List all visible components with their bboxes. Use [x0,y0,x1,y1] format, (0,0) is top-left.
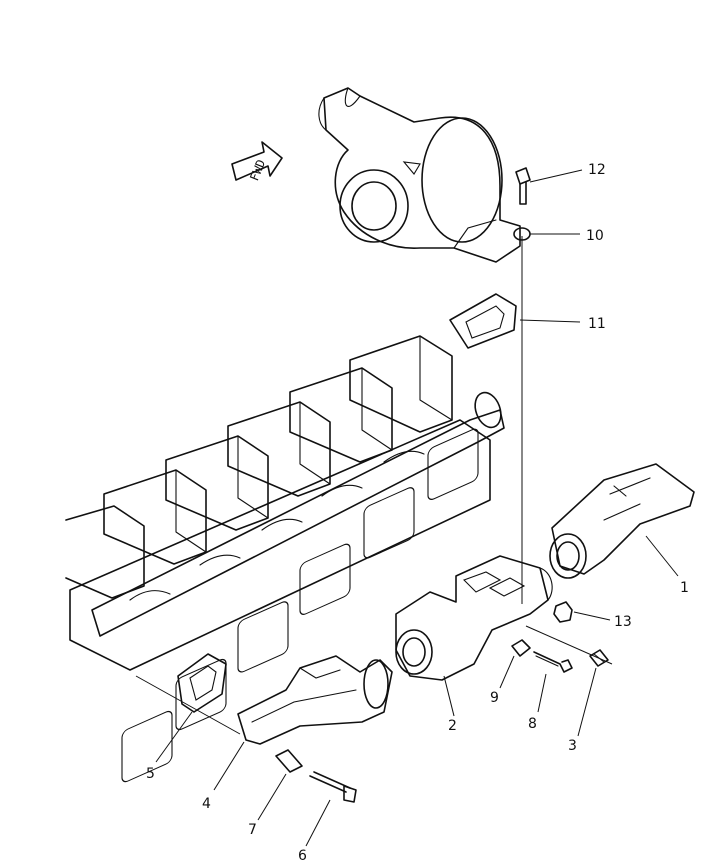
part-5-gasket [177,653,227,713]
part-12-bolt [515,167,531,205]
callout-13: 13 [614,614,632,630]
part-11-gasket [449,293,517,349]
part-13-nut [553,601,573,623]
fwd-direction-arrow: FWD [231,141,283,183]
cylinder-head-ports [69,419,491,783]
callout-labels: 1 2 3 4 5 6 7 8 9 10 11 12 13 [146,162,689,860]
installed-manifold [91,391,505,637]
assembly-lines [135,236,613,735]
callout-5: 5 [146,766,155,782]
part-8-bolt [533,651,573,673]
rocker-covers [65,335,453,599]
part-6-bolt [309,771,357,803]
callout-7: 7 [248,822,257,838]
engine-block [65,335,505,783]
callout-3: 3 [568,738,577,754]
callout-6: 6 [298,848,307,860]
part-7-spacer [275,749,303,773]
fwd-label: FWD [247,158,268,183]
callout-1: 1 [680,580,689,596]
turbocharger [318,87,521,263]
part-1-manifold-front [549,463,695,579]
part-9-spacer [511,639,531,657]
leader-lines [155,169,679,847]
callout-10: 10 [586,228,604,244]
callout-12: 12 [588,162,606,178]
part-2-manifold-center [395,555,553,681]
callout-11: 11 [588,316,606,332]
callout-9: 9 [490,690,499,706]
callout-4: 4 [202,796,211,812]
callout-8: 8 [528,716,537,732]
part-4-manifold-rear [237,655,393,745]
callout-2: 2 [448,718,457,734]
